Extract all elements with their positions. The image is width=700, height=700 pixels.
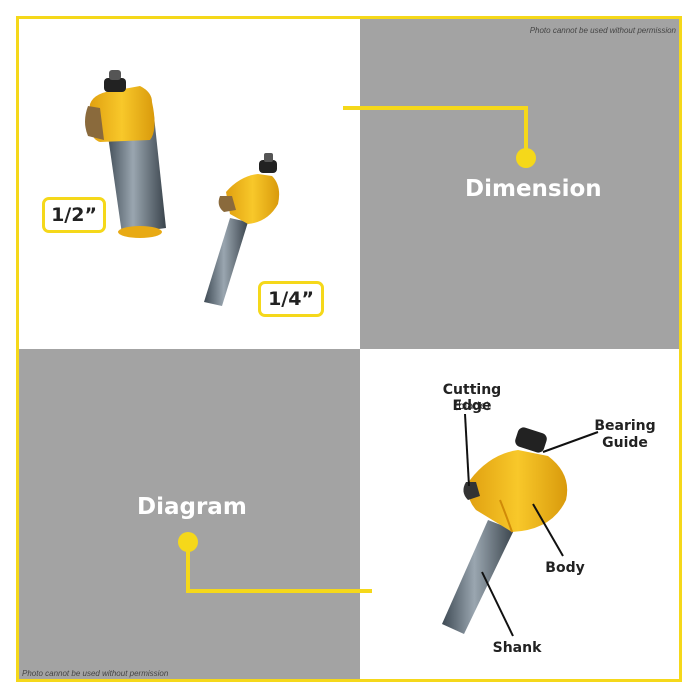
diagram-heading: Diagram [137,494,247,520]
quadrant-diagram [19,349,360,680]
label-bearing-line1: Bearing [594,418,656,434]
label-shank: Shank [492,640,542,656]
yellow-frame [16,16,682,682]
dimension-heading: Dimension [465,176,602,202]
router-bit-half-inch [85,70,166,238]
quadrant-dimension [360,19,680,349]
watermark-bottom: Photo cannot be used without permission [22,669,169,678]
diagram-connector [178,532,372,593]
label-cutting-edge-sub: (blade) [454,401,490,412]
router-bit-diagram [442,427,568,634]
size-label-half-inch: 1/2” [42,197,106,233]
label-cutting-edge: Cutting Edge [442,382,502,414]
router-bit-quarter-inch [204,153,280,306]
size-label-quarter-inch: 1/4” [258,281,324,317]
dimension-connector [343,106,536,168]
label-body: Body [545,560,585,576]
watermark-top: Photo cannot be used without permission [529,26,676,35]
part-pointers [464,413,599,637]
label-bearing-line2: Guide [602,435,648,451]
